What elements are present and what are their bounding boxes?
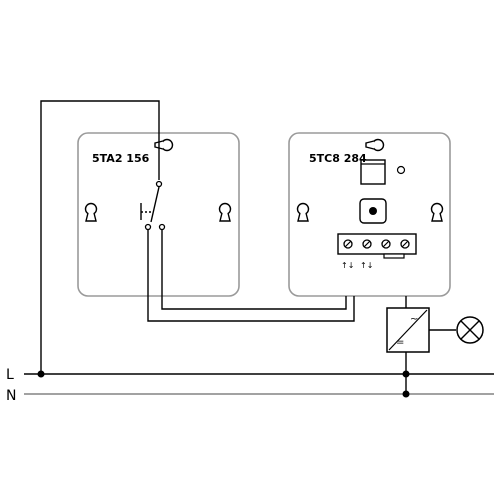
- wire-switch-to-dimmer-1: [147, 230, 355, 322]
- terminal-screw-2: [362, 239, 372, 249]
- mount-hole-right-1: [218, 202, 232, 222]
- terminal-screw-3: [381, 239, 391, 249]
- rail-label-l: L: [6, 367, 14, 383]
- terminal-mark-2: ↑↓: [360, 261, 373, 270]
- device-label-5ta2: 5TA2 156: [92, 152, 150, 165]
- rail-label-n: N: [6, 388, 16, 404]
- converter-ac-symbol: ~: [410, 314, 418, 325]
- device-5ta2-plate: [77, 132, 240, 297]
- device-5tc8-plate: ↑↓ ↑↓: [288, 132, 451, 297]
- terminal-mark-1: ↑↓: [341, 261, 354, 270]
- mount-hole-left-1: [84, 202, 98, 222]
- wire-line-feed: [40, 100, 160, 373]
- junction-l: [37, 370, 45, 378]
- converter-dc-symbol: =: [396, 337, 404, 348]
- pushbutton-switch: [140, 135, 166, 231]
- terminal-screw-4: [400, 239, 410, 249]
- lamp-icon: [456, 316, 484, 344]
- knob-center: [369, 207, 377, 215]
- mount-hole-left-2: [296, 202, 310, 222]
- wire-switch-to-dimmer-2: [161, 230, 347, 310]
- mount-hole-right-2: [430, 202, 444, 222]
- device-label-5tc8: 5TC8 284: [309, 152, 367, 165]
- converter: ~ =: [386, 307, 430, 353]
- terminal-block: [337, 233, 417, 259]
- terminal-screw-1: [343, 239, 353, 249]
- mount-hole-top-2: [365, 138, 385, 152]
- led-indicator: [396, 165, 406, 175]
